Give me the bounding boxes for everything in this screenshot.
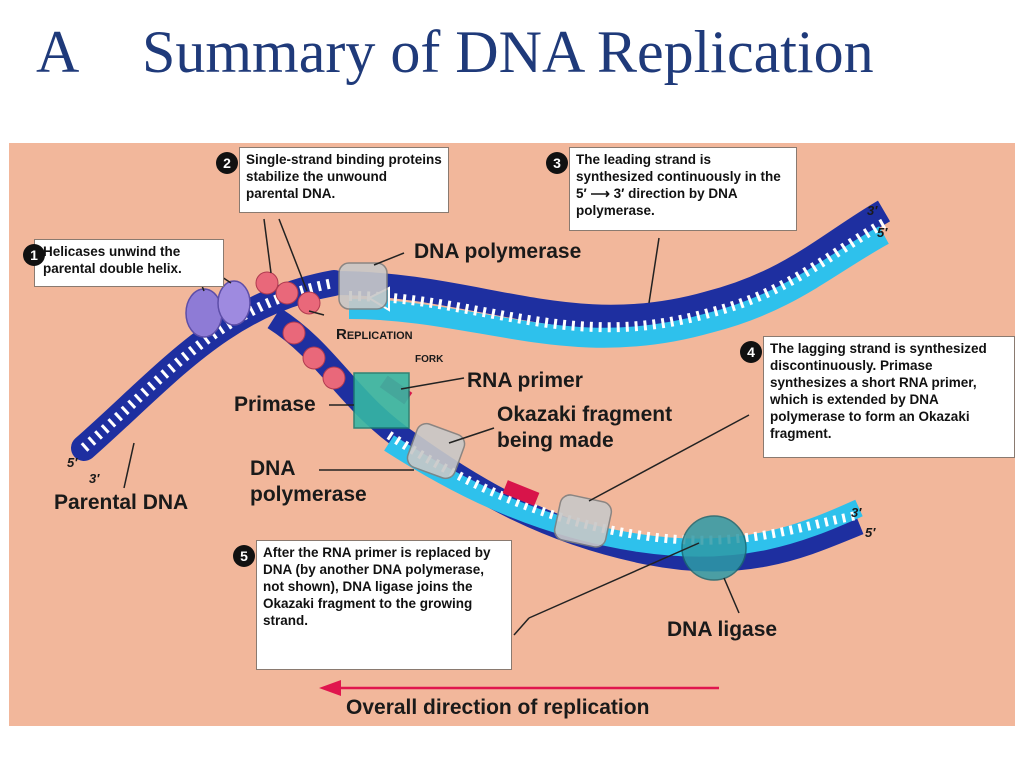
ssb-protein xyxy=(282,321,306,345)
leader-line xyxy=(528,542,700,619)
callout-1-text: Helicases unwind the parental double hel… xyxy=(43,244,182,276)
slide-title: A Summary of DNA Replication xyxy=(36,18,874,87)
replication-figure: 1 Helicases unwind the parental double h… xyxy=(9,143,1015,726)
callout-5-number: 5 xyxy=(233,545,255,567)
callout-3-text: The leading strand is synthesized contin… xyxy=(576,152,781,218)
ssb-protein xyxy=(275,281,299,305)
replication-diagram xyxy=(71,200,891,696)
leader-line xyxy=(648,237,660,304)
dna-polymerase-okazaki xyxy=(406,422,466,480)
callout-3-number: 3 xyxy=(546,152,568,174)
label-right-5-prime: 5′ xyxy=(865,525,876,540)
label-dna-polymerase-left-line-2: polymerase xyxy=(250,483,367,506)
dna-polymerase-leading xyxy=(338,262,388,310)
label-left-3-prime: 3′ xyxy=(89,471,100,486)
label-primase: Primase xyxy=(234,393,316,416)
callout-4: 4 The lagging strand is synthesized disc… xyxy=(740,336,1015,458)
helicase-protein xyxy=(217,280,251,326)
callout-2-text: Single-strand binding proteins stabilize… xyxy=(246,152,442,201)
slide-title-text: Summary of DNA Replication xyxy=(142,19,874,85)
label-replication-fork-line-2: fork xyxy=(415,349,444,365)
ssb-protein xyxy=(297,291,321,315)
overall-direction-caption: Overall direction of replication xyxy=(346,696,650,719)
leading-new-strand xyxy=(348,226,889,348)
dna-ligase-protein xyxy=(681,515,747,581)
label-parental-dna: Parental DNA xyxy=(54,491,189,514)
helicase-protein xyxy=(185,288,223,338)
label-rna-primer: RNA primer xyxy=(467,369,583,392)
label-top-5-prime: 5′ xyxy=(877,225,888,240)
callout-5: 5 After the RNA primer is replaced by DN… xyxy=(233,540,512,670)
callout-3: 3 The leading strand is synthesized cont… xyxy=(546,147,797,231)
dna-polymerase-lagging xyxy=(553,494,613,548)
rna-primer-lagging xyxy=(502,480,540,506)
leading-rungs xyxy=(348,218,887,333)
leader-line xyxy=(400,377,465,390)
leader-line xyxy=(373,252,405,266)
leader-line xyxy=(513,617,530,636)
callout-1-number: 1 xyxy=(23,244,45,266)
lagging-rungs xyxy=(386,431,860,545)
primase-protein xyxy=(353,372,410,429)
label-replication-fork-line-1: Replication xyxy=(336,326,413,343)
callout-2: 2 Single-strand binding proteins stabili… xyxy=(216,147,449,213)
leader-line xyxy=(723,577,740,614)
ssb-protein xyxy=(255,271,279,295)
leading-template-strand xyxy=(333,200,891,329)
callout-2-number: 2 xyxy=(216,152,238,174)
leader-line xyxy=(123,442,135,489)
leader-line xyxy=(588,414,750,502)
callout-5-text: After the RNA primer is replaced by DNA … xyxy=(263,545,491,628)
leader-line xyxy=(308,310,325,316)
leader-line xyxy=(448,427,495,444)
callout-4-number: 4 xyxy=(740,341,762,363)
leader-line xyxy=(263,218,272,274)
label-okazaki-line-2: being made xyxy=(497,429,614,452)
label-dna-polymerase-top: DNA polymerase xyxy=(414,240,582,263)
label-dna-polymerase-left-line-1: DNA xyxy=(250,457,296,480)
ssb-protein xyxy=(322,366,346,390)
label-dna-ligase: DNA ligase xyxy=(667,618,778,641)
label-okazaki-line-1: Okazaki fragment xyxy=(497,403,673,426)
leader-lines xyxy=(123,218,750,636)
callout-4-text: The lagging strand is synthesized discon… xyxy=(770,341,987,441)
ssb-protein xyxy=(302,346,326,370)
slide-letter: A xyxy=(36,19,80,85)
label-left-5-prime: 5′ xyxy=(67,455,78,470)
label-right-3-prime: 3′ xyxy=(851,505,862,520)
leader-line xyxy=(278,218,308,292)
callout-1: 1 Helicases unwind the parental double h… xyxy=(23,239,224,287)
overall-direction-arrowhead xyxy=(319,680,341,696)
label-top-3-prime: 3′ xyxy=(867,203,878,218)
